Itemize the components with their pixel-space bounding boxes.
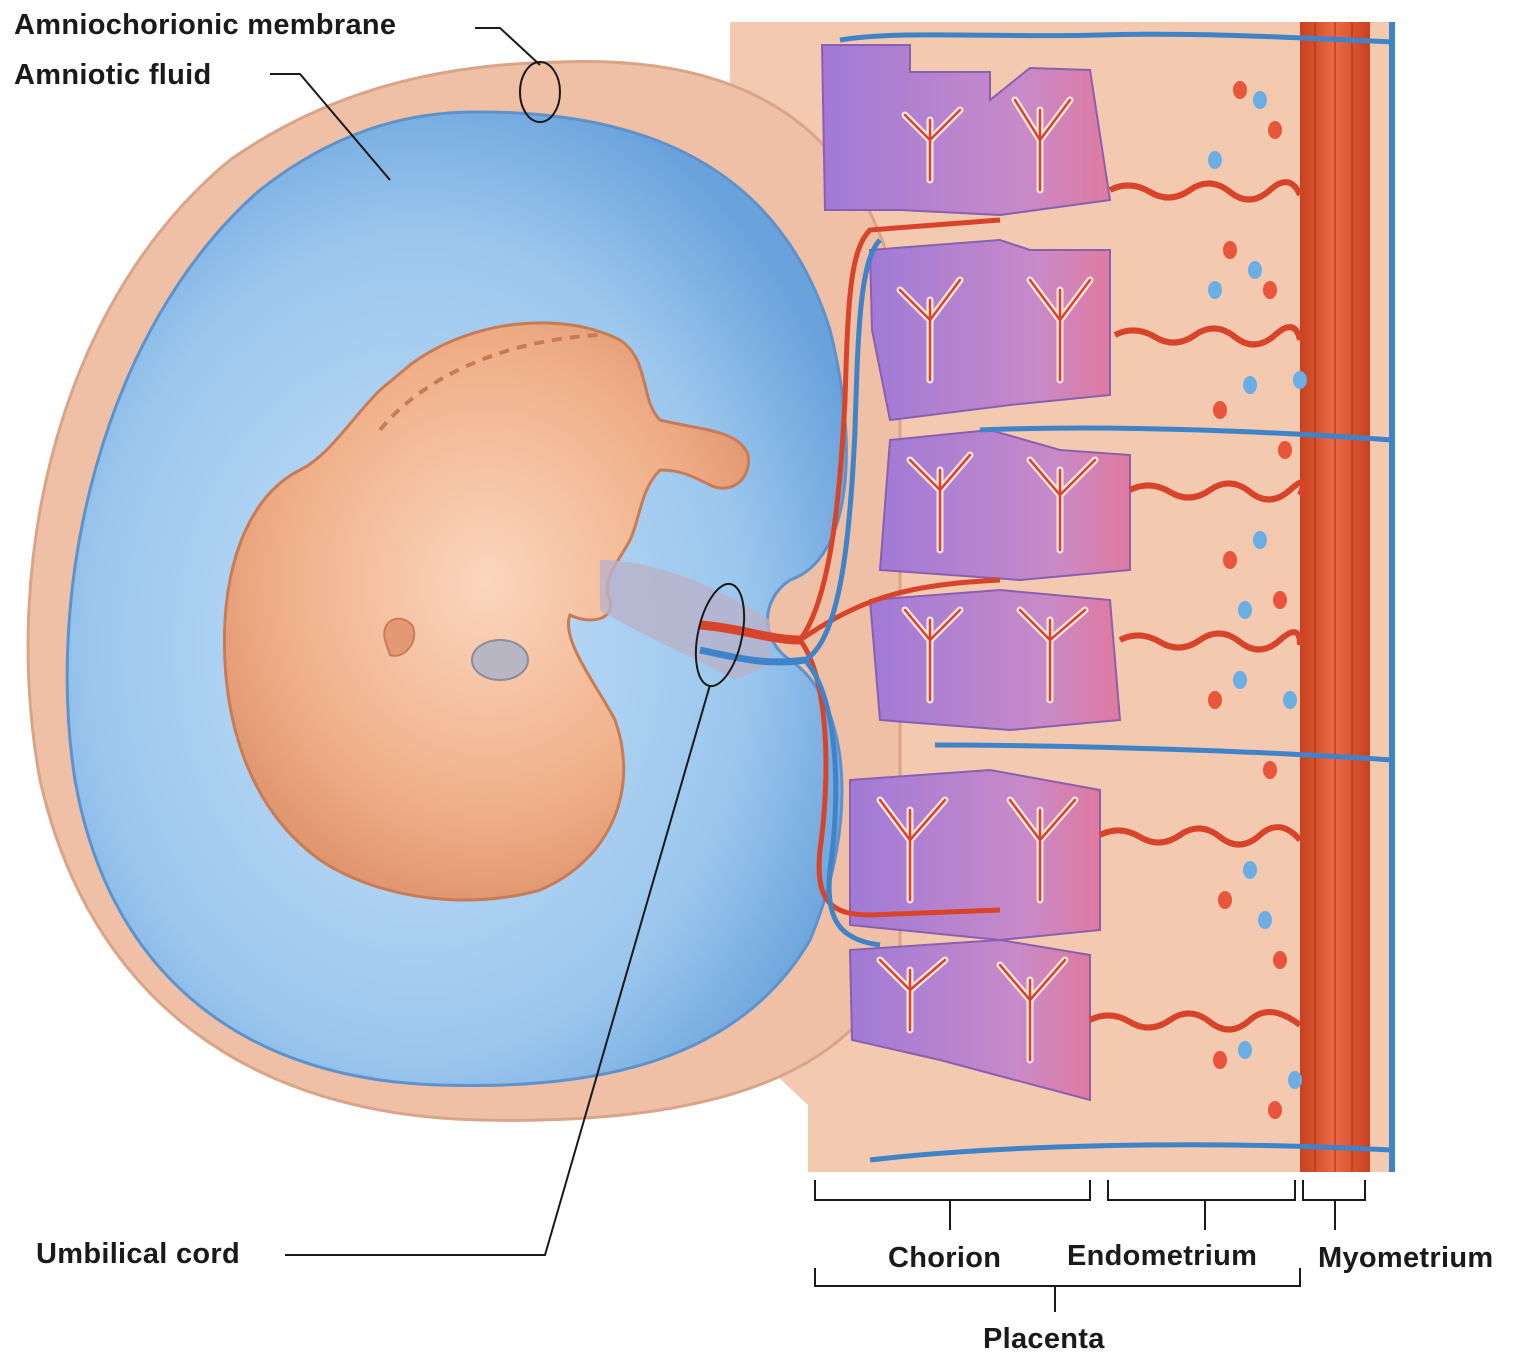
endometrium-bracket <box>1108 1180 1295 1230</box>
myometrium <box>1300 22 1370 1172</box>
label-placenta: Placenta <box>983 1323 1105 1356</box>
chorion-bracket <box>815 1180 1090 1230</box>
label-myometrium: Myometrium <box>1318 1242 1493 1275</box>
label-amniotic-fluid: Amniotic fluid <box>14 59 212 92</box>
label-chorion: Chorion <box>888 1242 1001 1275</box>
label-amniochorionic-membrane: Amniochorionic membrane <box>14 9 396 42</box>
label-umbilical-cord: Umbilical cord <box>36 1238 240 1271</box>
label-endometrium: Endometrium <box>1067 1240 1257 1273</box>
myometrium-bracket <box>1303 1180 1365 1230</box>
membrane-leader <box>475 28 540 65</box>
